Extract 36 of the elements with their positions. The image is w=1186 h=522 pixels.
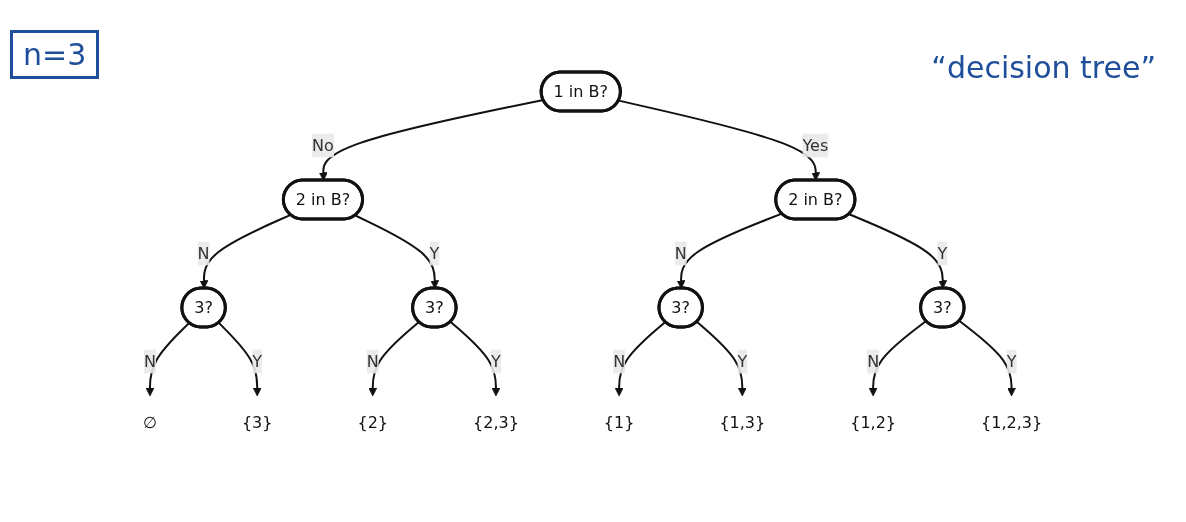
edge-label: N xyxy=(144,351,157,371)
arrow xyxy=(869,320,928,397)
arrow xyxy=(696,320,748,397)
note-text: “decision tree” xyxy=(931,50,1156,85)
node-text: ∅ xyxy=(143,413,158,432)
node-text: {3} xyxy=(242,413,273,432)
arrow xyxy=(218,321,263,397)
arrow xyxy=(677,212,784,289)
edge-label: N xyxy=(613,351,626,371)
node-text: {2} xyxy=(357,413,389,432)
arrow xyxy=(450,320,501,397)
edge-label: Y xyxy=(1007,351,1017,371)
edge-label: Y xyxy=(937,243,948,263)
edge-label: No xyxy=(312,135,335,155)
arrow xyxy=(848,213,948,289)
edge-label: Y xyxy=(491,351,502,371)
arrow xyxy=(615,320,667,397)
edge-label: Y xyxy=(252,351,263,371)
node-text: {1,2,3} xyxy=(981,413,1043,432)
arrow xyxy=(618,99,821,181)
edge-label: N xyxy=(198,243,211,263)
edge-label: Y xyxy=(429,243,440,263)
node-text: {1} xyxy=(604,413,635,432)
edge-label: Yes xyxy=(802,135,829,155)
node-text: {1,3} xyxy=(719,413,766,432)
edge-label: Y xyxy=(737,351,748,371)
edge-label: N xyxy=(367,351,380,371)
node-text: {1,2} xyxy=(850,413,897,432)
arrow xyxy=(959,320,1017,397)
note-text: n=3 xyxy=(10,30,100,79)
node-text: {2,3} xyxy=(473,413,520,432)
arrow xyxy=(146,321,191,397)
edge-label: N xyxy=(675,243,688,263)
arrow xyxy=(354,214,440,289)
arrow xyxy=(368,320,421,397)
edge-label: N xyxy=(867,351,880,371)
